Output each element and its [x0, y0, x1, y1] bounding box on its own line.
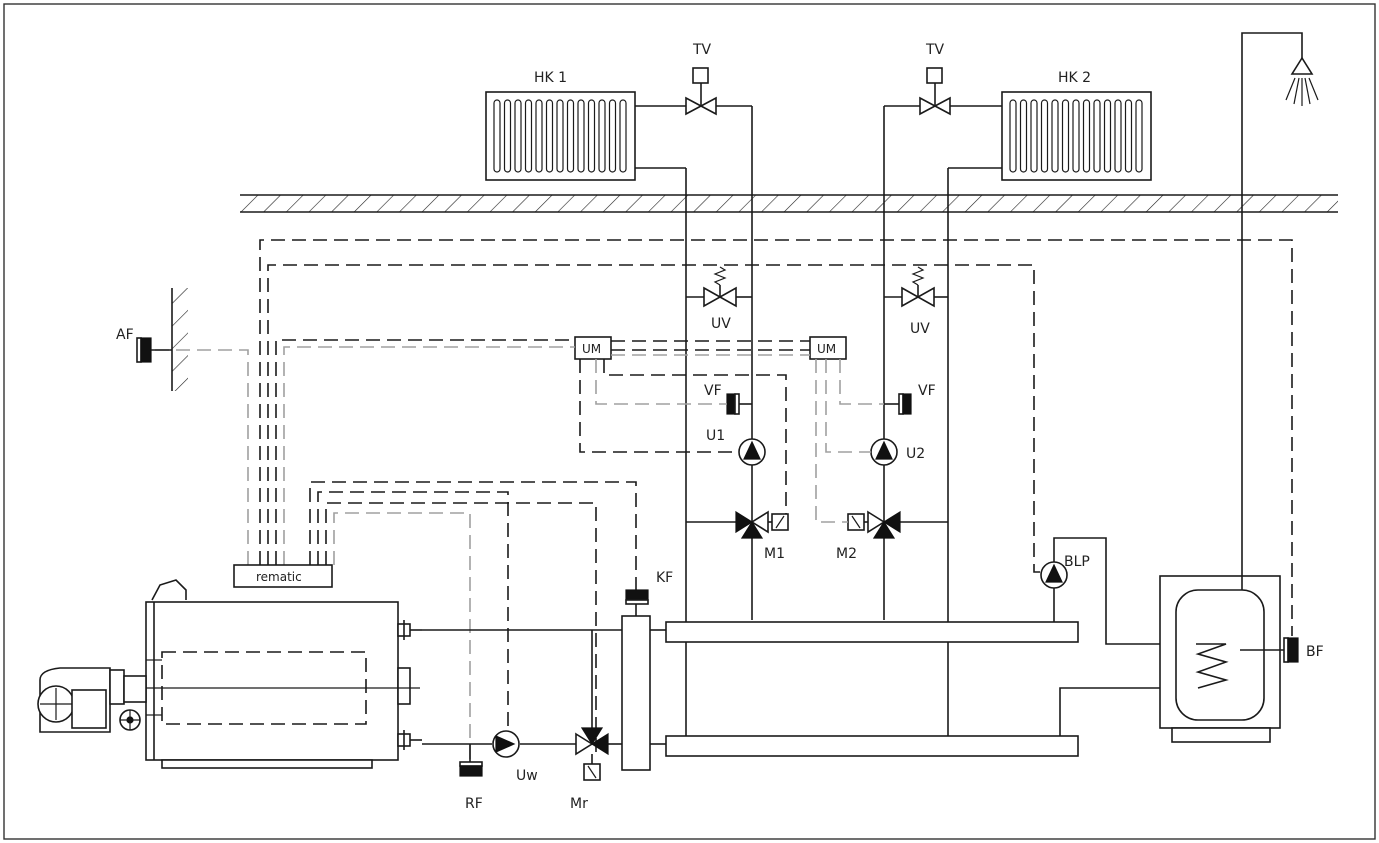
um2-control-wires — [815, 359, 884, 523]
label-m1: M1 — [764, 546, 785, 562]
radiator-fin — [1135, 99, 1143, 173]
label-um2: UM — [817, 342, 836, 356]
hydraulic-separator — [621, 615, 651, 771]
boiler-piping — [422, 629, 622, 745]
burner-icon — [37, 667, 147, 733]
radiator-fin — [514, 99, 522, 173]
radiator-fin — [535, 99, 543, 173]
radiator-fin — [1082, 99, 1091, 173]
label-tv2: TV — [925, 42, 945, 58]
bus-lines — [611, 340, 810, 356]
dhw-storage-tank — [1159, 575, 1281, 743]
radiator-fin — [1051, 99, 1059, 173]
rematic-wiring — [154, 239, 1293, 762]
temperature-sensor-icon — [1240, 637, 1299, 663]
radiator-fin — [545, 99, 554, 173]
radiator-icon — [493, 99, 627, 173]
label-vf2: VF — [918, 383, 936, 399]
um1-control-wires — [579, 359, 787, 514]
label-u1: U1 — [706, 428, 725, 444]
radiator-fin — [577, 99, 585, 173]
radiator-fin — [524, 99, 533, 173]
radiator-fin — [598, 99, 606, 173]
thermostatic-valve-icon — [919, 67, 951, 116]
um-module-2 — [809, 336, 847, 360]
label-rf: RF — [465, 796, 483, 812]
thermostatic-valve-icon — [685, 67, 717, 116]
label-blp: BLP — [1064, 554, 1090, 570]
label-rematic: rematic — [256, 570, 302, 584]
pump-icon — [492, 730, 520, 758]
diagram-frame — [3, 3, 1376, 840]
label-um1: UM — [582, 342, 601, 356]
pump-icon — [738, 438, 766, 466]
hot-water-line — [1241, 32, 1303, 590]
radiator-fin — [1019, 99, 1028, 173]
radiator-fin — [503, 99, 512, 173]
radiator-fin — [1061, 99, 1070, 173]
heat-exchanger-coil-icon — [1195, 643, 1229, 689]
floor-slab — [240, 194, 1338, 213]
rematic-controller — [233, 564, 333, 588]
three-way-mixing-valve-icon — [847, 510, 948, 539]
label-mr: Mr — [570, 796, 588, 812]
label-m2: M2 — [836, 546, 857, 562]
overflow-valve-icon — [686, 266, 752, 308]
radiator-fin — [1072, 99, 1080, 173]
outside-wall — [171, 288, 188, 391]
label-u2: U2 — [906, 446, 925, 462]
overflow-valve-icon — [884, 266, 948, 308]
radiator-fin — [1009, 99, 1017, 173]
radiator-fin — [566, 99, 575, 173]
radiator-hk1 — [485, 91, 636, 181]
label-kf: KF — [656, 570, 673, 586]
radiator-icon — [1009, 99, 1143, 173]
label-vf1: VF — [704, 383, 722, 399]
radiator-fin — [1103, 99, 1112, 173]
label-bf: BF — [1306, 644, 1324, 660]
radiator-fin — [1030, 99, 1038, 173]
radiator-fin — [556, 99, 564, 173]
radiator-fin — [1114, 99, 1122, 173]
pump-icon — [870, 438, 898, 466]
radiator-fin — [587, 99, 596, 173]
radiator-fin — [1093, 99, 1101, 173]
boiler — [145, 579, 422, 769]
temperature-sensor-icon — [136, 337, 172, 363]
label-hk1: HK 1 — [534, 70, 567, 86]
temperature-sensor-icon — [884, 393, 912, 415]
label-tv1: TV — [692, 42, 712, 58]
three-way-mixing-valve-icon — [686, 510, 789, 539]
temperature-sensor-icon — [459, 744, 483, 777]
label-af: AF — [116, 327, 134, 343]
pump-icon — [1040, 561, 1068, 589]
temperature-sensor-icon — [726, 393, 752, 415]
label-uv2: UV — [910, 321, 930, 337]
radiator-fin — [608, 99, 617, 173]
radiator-fin — [493, 99, 501, 173]
label-uv1: UV — [711, 316, 731, 332]
supply-header — [665, 621, 1079, 643]
radiator-hk2 — [1001, 91, 1152, 181]
um-module-1 — [574, 336, 612, 360]
radiator-fin — [619, 99, 627, 173]
return-header — [665, 735, 1079, 757]
shower-head-icon — [1285, 56, 1319, 106]
radiator-fin — [1124, 99, 1133, 173]
temperature-sensor-icon — [625, 589, 649, 616]
label-hk2: HK 2 — [1058, 70, 1091, 86]
three-way-mixing-valve-icon — [575, 727, 609, 781]
radiator-fin — [1040, 99, 1049, 173]
label-uw: Uw — [516, 768, 538, 784]
